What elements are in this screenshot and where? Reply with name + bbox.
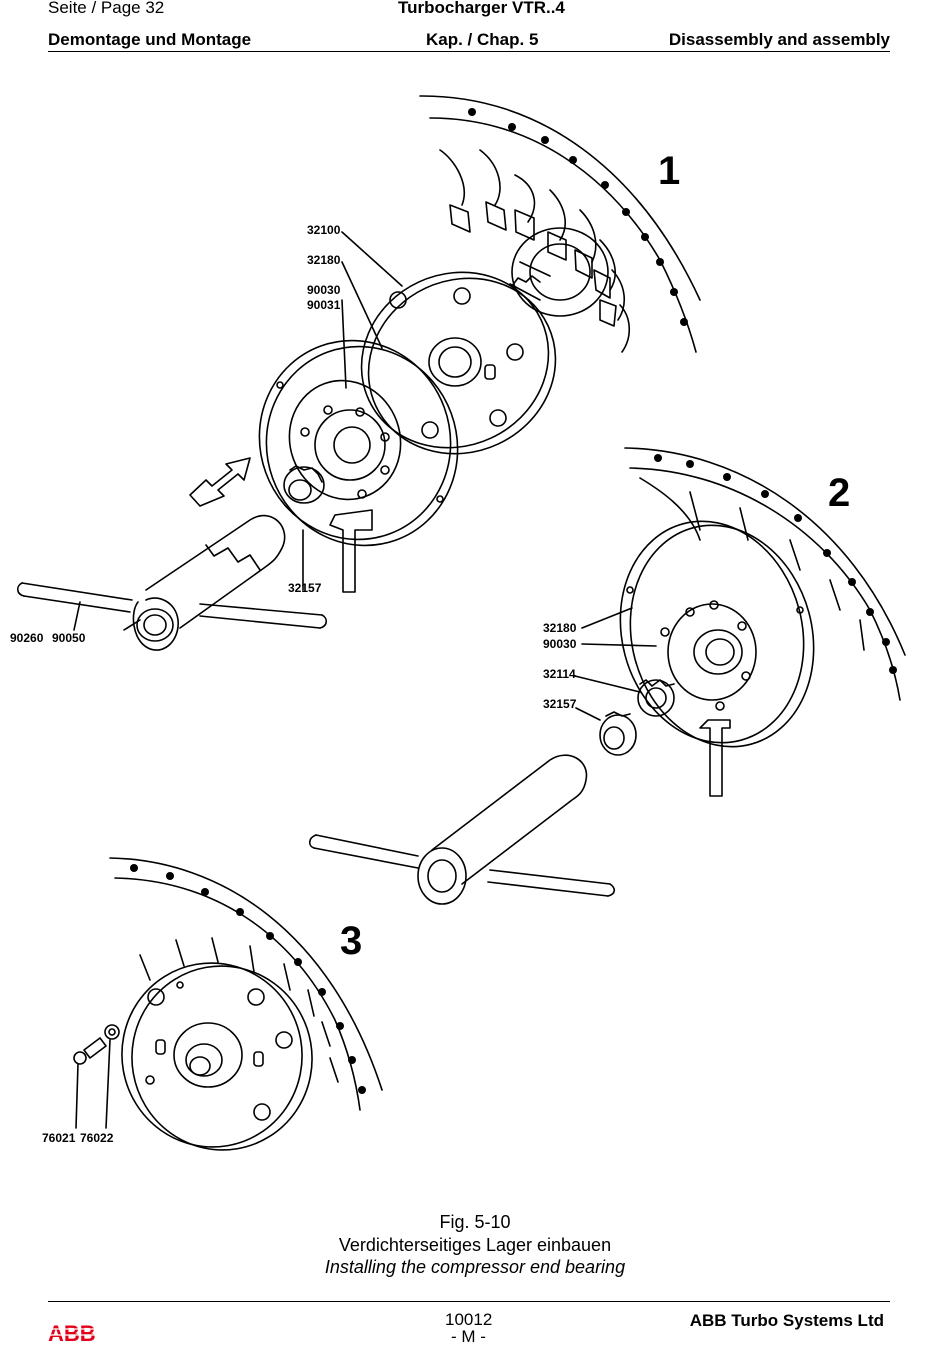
- product-title: Turbocharger VTR..4: [398, 0, 565, 17]
- figure-title-de: Verdichterseitiges Lager einbauen: [338, 1235, 612, 1255]
- part-label: 76021: [42, 1131, 76, 1145]
- header-rule: [48, 51, 890, 52]
- step-1-drawing: [16, 95, 701, 651]
- part-label: 32180: [543, 621, 577, 635]
- assembly-drawing: 1 2 3 32100 32180 90030 90031 32157 9026…: [10, 95, 906, 1151]
- step-3-drawing: [73, 857, 383, 1151]
- part-label: 32180: [307, 253, 341, 267]
- part-label: 90260: [10, 631, 44, 645]
- part-label: 90030: [543, 637, 577, 651]
- page-number: Seite / Page 32: [48, 0, 165, 17]
- casing-holes: [468, 108, 688, 326]
- section-title-de: Demontage und Montage: [48, 30, 252, 49]
- svg-text:ABB: ABB: [48, 1322, 96, 1344]
- part-label: 76022: [80, 1131, 114, 1145]
- step-number-2: 2: [828, 471, 850, 515]
- figure-title-en: Installing the compressor end bearing: [324, 1257, 626, 1277]
- step-2-drawing: [308, 447, 906, 905]
- part-label: 32114: [543, 667, 576, 681]
- revision-code: - M -: [451, 1327, 486, 1346]
- part-label: 90030: [307, 283, 341, 297]
- document-number: 10012: [445, 1310, 493, 1329]
- part-label: 32100: [307, 223, 341, 237]
- abb-logo: ABB: [48, 1322, 106, 1344]
- footer-rule: [48, 1301, 890, 1302]
- part-label: 32157: [543, 697, 577, 711]
- chapter-label: Kap. / Chap. 5: [426, 30, 539, 49]
- figure-number: Fig. 5-10: [439, 1212, 511, 1232]
- step-number-3: 3: [340, 919, 362, 963]
- part-label: 90031: [307, 298, 341, 312]
- casing-holes-3: [130, 864, 366, 1094]
- part-label: 32157: [288, 581, 322, 595]
- step-number-1: 1: [658, 149, 680, 193]
- section-title-en: Disassembly and assembly: [668, 30, 890, 49]
- casing-holes-2: [654, 454, 897, 674]
- part-label: 90050: [52, 631, 86, 645]
- company-name: ABB Turbo Systems Ltd: [689, 1311, 884, 1330]
